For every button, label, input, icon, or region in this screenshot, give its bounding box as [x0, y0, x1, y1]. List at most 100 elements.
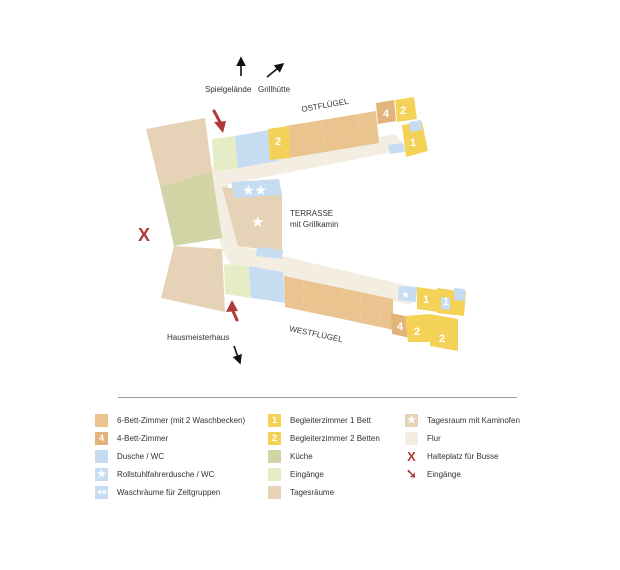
- kitchen-swatch: [268, 449, 281, 463]
- shower-room: [454, 288, 465, 301]
- corridor-west: [222, 246, 418, 305]
- legend-item: ★ Tagesraum mit Kaminofen: [405, 411, 520, 429]
- companion-one-swatch: 1: [268, 413, 281, 427]
- entrance-south: [224, 264, 251, 298]
- legend-label: Begleiterzimmer 1 Bett: [290, 415, 371, 425]
- six-bed-room: [303, 280, 323, 315]
- wheelchair-star-icon: ★: [401, 290, 410, 301]
- day-rooms: [146, 118, 282, 312]
- six-bed-room: [322, 284, 342, 319]
- room-number-two: 2: [400, 105, 406, 117]
- east-wing-label: OSTFLÜGEL: [301, 97, 350, 114]
- shower-room: [441, 297, 450, 310]
- entrance-arrow-icon: ➘: [406, 466, 417, 481]
- fireplace-star-swatch: ★: [405, 413, 418, 427]
- companion-two-swatch: 2: [268, 431, 281, 445]
- entrance-north: [212, 136, 238, 171]
- entrance-arrow-icon: [214, 121, 226, 133]
- four-bed-room: [391, 313, 410, 338]
- shower-room: [252, 130, 271, 165]
- shower-room: [388, 143, 405, 154]
- four-bed-swatch: 4: [95, 431, 108, 445]
- day-room-swatch: [268, 485, 281, 499]
- double-star-icon: ★★: [242, 183, 267, 199]
- shower-room: [256, 247, 283, 259]
- room-number-four: 4: [383, 108, 390, 120]
- legend-item: ★ Rollstuhlfahrerdusche / WC: [95, 465, 245, 483]
- six-bed-room: [341, 288, 361, 323]
- six-bed-room: [304, 120, 325, 155]
- terrace-label: TERRASSE: [290, 209, 333, 218]
- legend-label: Begleiterzimmer 2 Betten: [290, 433, 380, 443]
- caretaker-house-label: Hausmeisterhaus: [167, 333, 229, 342]
- shower-room: [409, 120, 422, 132]
- legend-label: Eingänge: [427, 469, 461, 479]
- legend-label: Rollstuhlfahrerdusche / WC: [117, 469, 215, 479]
- companion-room-1: [417, 287, 438, 312]
- entrance-swatch: [268, 467, 281, 481]
- legend-column-3: ★ Tagesraum mit Kaminofen Flur X Haltepl…: [405, 411, 520, 483]
- companion-room-2: [268, 126, 290, 160]
- entrances: [212, 136, 251, 298]
- west-wing-label: WESTFLÜGEL: [289, 324, 344, 344]
- kitchen-room: [160, 172, 222, 246]
- bus-stop-icon: X: [407, 448, 416, 464]
- room-number-two: 2: [414, 326, 420, 338]
- shower-swatch: [95, 449, 108, 463]
- legend-item: Dusche / WC: [95, 447, 245, 465]
- bus-stop-icon: X: [138, 225, 150, 245]
- day-room-south: [161, 246, 225, 312]
- legend-item: 2 Begleiterzimmer 2 Betten: [268, 429, 380, 447]
- legend-item: Eingänge: [268, 465, 380, 483]
- shower-room: [249, 266, 267, 300]
- six-bed-room: [360, 292, 380, 327]
- direction-arrows: [232, 56, 285, 365]
- legend-label: Eingänge: [290, 469, 324, 479]
- legend-item: Küche: [268, 447, 380, 465]
- room-number-one: 1: [410, 137, 416, 149]
- day-room-north: [146, 118, 212, 186]
- legend-label: Tagesräume: [290, 487, 335, 497]
- companion-room-1: [402, 122, 428, 157]
- shower-room: [265, 269, 285, 303]
- wheelchair-star-swatch: ★: [95, 467, 108, 481]
- arrow-northeast-icon: [266, 62, 285, 78]
- companion-room-2: [430, 314, 458, 351]
- six-bed-room: [284, 276, 304, 311]
- room-number-two: 2: [275, 136, 281, 148]
- east-wing-rooms: [231, 97, 428, 259]
- legend-column-2: 1 Begleiterzimmer 1 Bett 2 Begleiterzimm…: [268, 411, 380, 501]
- six-bed-swatch: [95, 413, 108, 427]
- room-number-two: 2: [439, 333, 445, 345]
- legend-item: 4 4-Bett-Zimmer: [95, 429, 245, 447]
- legend-item: Flur: [405, 429, 520, 447]
- legend-item: Tagesräume: [268, 483, 380, 501]
- legend-item: 1 Begleiterzimmer 1 Bett: [268, 411, 380, 429]
- legend-label: Flur: [427, 433, 441, 443]
- legend-item: 6-Bett-Zimmer (mit 2 Waschbecken): [95, 411, 245, 429]
- corridor-swatch: [405, 431, 418, 445]
- legend-label: Halteplatz für Busse: [427, 451, 499, 461]
- six-bed-room: [322, 117, 343, 152]
- fireplace-star-icon: ★: [251, 213, 264, 231]
- legend-column-1: 6-Bett-Zimmer (mit 2 Waschbecken) 4 4-Be…: [95, 411, 245, 501]
- six-bed-room: [358, 111, 379, 146]
- room-number-one: 1: [423, 294, 429, 306]
- six-bed-room: [285, 123, 307, 158]
- room-number-one: 1: [443, 296, 449, 308]
- west-wing-rooms: [249, 266, 466, 351]
- companion-room-2: [395, 97, 417, 122]
- arrow-down-icon: [232, 345, 242, 365]
- legend-item: ➘ Eingänge: [405, 465, 520, 483]
- six-bed-room: [340, 114, 361, 149]
- grill-hut-label: Grillhütte: [258, 85, 291, 94]
- legend-label: 6-Bett-Zimmer (mit 2 Waschbecken): [117, 415, 246, 425]
- terrace-fireplace-room: [222, 187, 282, 252]
- legend-label: Küche: [290, 451, 313, 461]
- terrace-sublabel: mit Grillkamin: [290, 220, 338, 229]
- room-number-four: 4: [397, 321, 404, 333]
- companion-room-2: [405, 314, 430, 342]
- wheelchair-shower-room: [398, 286, 417, 302]
- legend-item: X Halteplatz für Busse: [405, 447, 520, 465]
